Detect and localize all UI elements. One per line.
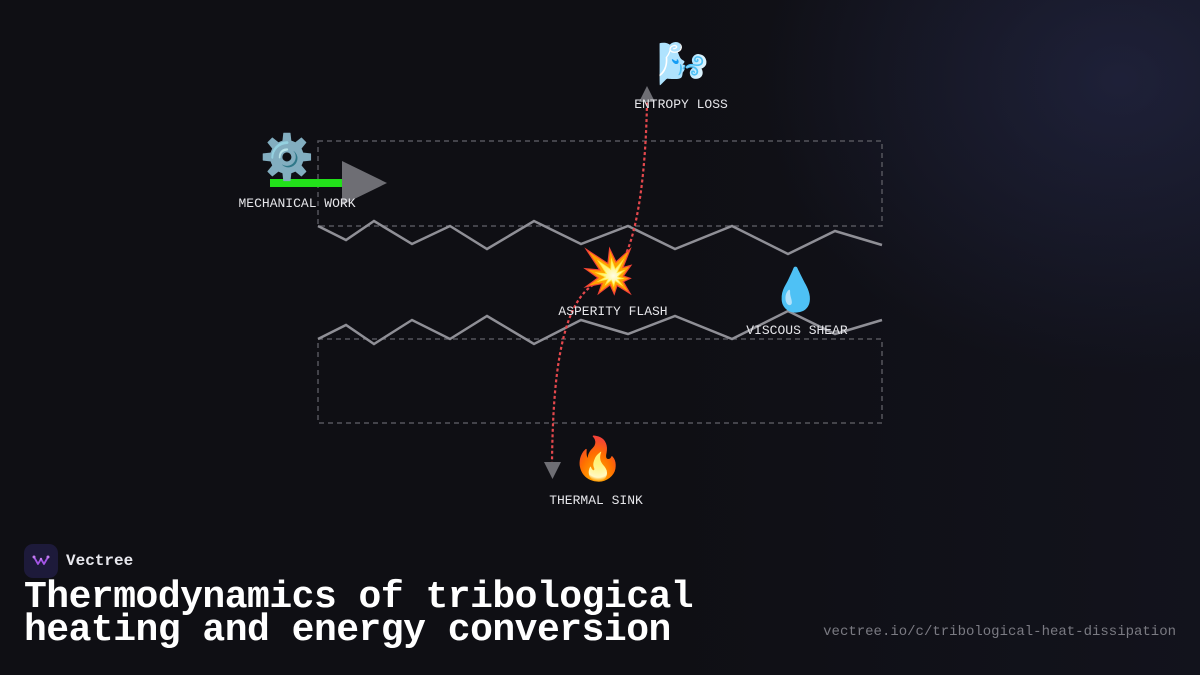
upper-body-box	[317, 140, 883, 227]
upper-surface-profile	[317, 219, 883, 256]
heat-path-to-sink	[550, 281, 599, 463]
heat-path-to-entropy	[621, 101, 649, 263]
label-entropy-loss: ENTROPY LOSS	[634, 97, 728, 112]
collision-spark-icon: 💥	[581, 246, 636, 297]
fire-icon: 🔥	[572, 434, 624, 483]
gear-icon: ⚙️	[260, 132, 315, 183]
page-title: Thermodynamics of tribological heating a…	[24, 576, 694, 652]
label-thermal-sink: THERMAL SINK	[549, 493, 643, 508]
sink-arrow-head	[544, 462, 561, 479]
work-input-bar	[270, 179, 346, 187]
lower-surface-profile	[317, 309, 883, 346]
label-mechanical-work: MECHANICAL WORK	[238, 196, 355, 211]
droplet-icon: 💧	[770, 265, 822, 314]
brand: Vectree	[24, 544, 133, 578]
vectree-logo-icon	[24, 544, 58, 578]
label-asperity-flash: ASPERITY FLASH	[558, 304, 667, 319]
brand-name: Vectree	[66, 552, 134, 570]
label-viscous-shear: VISCOUS SHEAR	[746, 323, 848, 338]
wind-face-icon: 🌬️	[657, 39, 709, 88]
work-input-arrow-head	[342, 161, 387, 205]
entropy-arrow-head	[639, 86, 655, 102]
lower-body-box	[317, 338, 883, 424]
source-url[interactable]: vectree.io/c/tribological-heat-dissipati…	[823, 624, 1176, 640]
